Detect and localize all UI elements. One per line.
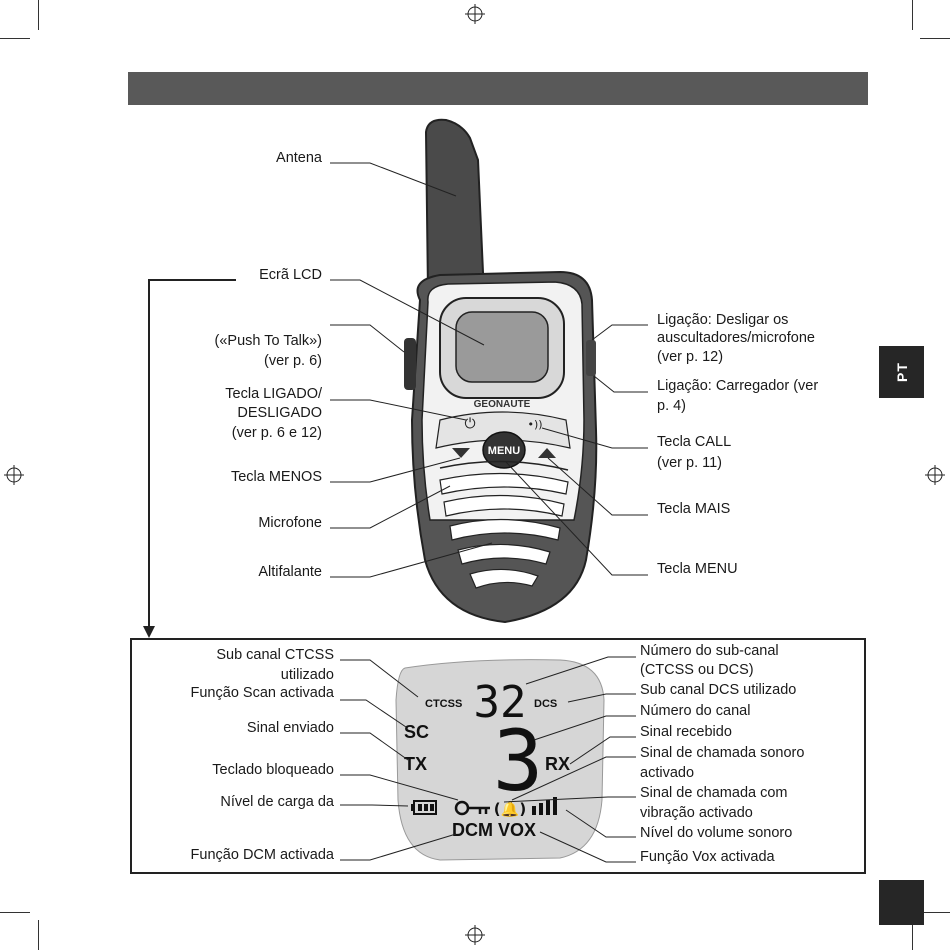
label-ptt-2: (ver p. 6) — [263, 353, 322, 369]
call-icon: •)) — [527, 418, 542, 431]
label-lig-headset-1: Ligação: Desligar os — [657, 312, 789, 328]
minus-key-icon — [452, 448, 470, 458]
label-battery: Nível de carga da — [220, 794, 334, 810]
label-vox: Função Vox activada — [640, 849, 775, 865]
sub-channel-number: 32 — [474, 677, 527, 728]
microphone-grille — [439, 472, 569, 495]
label-dcm: Função DCM activada — [190, 847, 334, 863]
label-power-3: (ver p. 6 e 12) — [231, 425, 322, 441]
channel-number: 3 — [493, 712, 544, 810]
ctcss-indicator: CTCSS — [425, 698, 462, 710]
antenna-icon — [424, 118, 486, 297]
battery-icon — [411, 800, 437, 815]
label-received: Sinal recebido — [640, 724, 732, 740]
crop-mark — [920, 38, 950, 39]
label-keylock: Teclado bloqueado — [212, 762, 334, 778]
label-tecla-menu: Tecla MENU — [657, 561, 738, 577]
section-header-bar — [128, 72, 868, 105]
crop-mark — [0, 912, 30, 913]
label-power-2: DESLIGADO — [237, 405, 322, 421]
label-lig-headset-2: auscultadores/microfone — [657, 330, 815, 346]
brand-logo: GEONAUTE — [474, 399, 531, 410]
label-dcs: Sub canal DCS utilizado — [640, 682, 797, 698]
label-tecla-menos: Tecla MENOS — [230, 469, 322, 485]
label-ecra-lcd: Ecrã LCD — [259, 267, 322, 283]
label-tecla-call-2: (ver p. 11) — [657, 455, 723, 471]
menu-key-icon — [482, 431, 526, 469]
speaker-grille — [449, 518, 561, 541]
label-call-sound-2: activado — [640, 765, 695, 781]
lcd-detail-box — [130, 638, 866, 874]
label-call-vib-1: Sinal de chamada com — [640, 785, 788, 801]
crop-mark — [38, 920, 39, 950]
registration-mark-icon — [4, 4, 945, 945]
label-subnum-2: (CTCSS ou DCS) — [640, 662, 754, 678]
label-antena: Antena — [276, 150, 322, 166]
language-tab: PT — [879, 346, 924, 398]
label-ptt-1: («Push To Talk») — [214, 333, 322, 349]
walkie-talkie-icon: GEONAUTE ⏻ •)) MENU — [404, 118, 598, 624]
label-power-1: Tecla LIGADO/ — [225, 386, 322, 402]
power-icon: ⏻ — [464, 416, 475, 432]
label-ctcss-2: utilizado — [280, 667, 334, 683]
label-sent: Sinal enviado — [246, 720, 334, 736]
label-altifalante: Altifalante — [258, 564, 322, 580]
label-scan: Função Scan activada — [190, 685, 334, 701]
dcs-indicator: DCS — [534, 698, 557, 710]
crop-mark — [912, 920, 913, 950]
rx-indicator: RX — [545, 754, 570, 774]
crop-mark — [0, 38, 30, 39]
lcd-detail-display: CTCSS DCS 32 SC TX RX 3 (🔔) DCM VOX — [395, 659, 605, 861]
label-microfone: Microfone — [258, 515, 322, 531]
key-lock-icon — [454, 800, 490, 816]
label-call-vib-2: vibração activado — [640, 805, 753, 821]
label-channel: Número do canal — [640, 703, 751, 719]
label-call-sound-1: Sinal de chamada sonoro — [640, 745, 805, 761]
menu-key-label: MENU — [488, 445, 520, 457]
label-tecla-call-1: Tecla CALL — [657, 434, 732, 450]
plus-key-icon — [538, 448, 556, 458]
crop-mark — [912, 0, 913, 30]
dcm-vox-indicator: DCM VOX — [452, 820, 536, 840]
label-volume: Nível do volume sonoro — [640, 825, 793, 841]
vibrate-call-icon: (🔔) — [494, 800, 526, 818]
page-number-tab — [879, 880, 924, 925]
scan-indicator: SC — [404, 722, 429, 742]
label-lig-headset-3: (ver p. 12) — [657, 349, 724, 365]
volume-level-icon — [532, 797, 557, 815]
label-ctcss-1: Sub canal CTCSS — [216, 647, 334, 663]
label-subnum-1: Número do sub-canal — [640, 643, 779, 659]
crop-mark — [38, 0, 39, 30]
tx-indicator: TX — [404, 754, 427, 774]
label-lig-charger-1: Ligação: Carregador (ver — [657, 378, 819, 394]
label-lig-charger-2: p. 4) — [657, 398, 687, 414]
crop-mark — [920, 912, 950, 913]
label-tecla-mais: Tecla MAIS — [657, 501, 731, 517]
